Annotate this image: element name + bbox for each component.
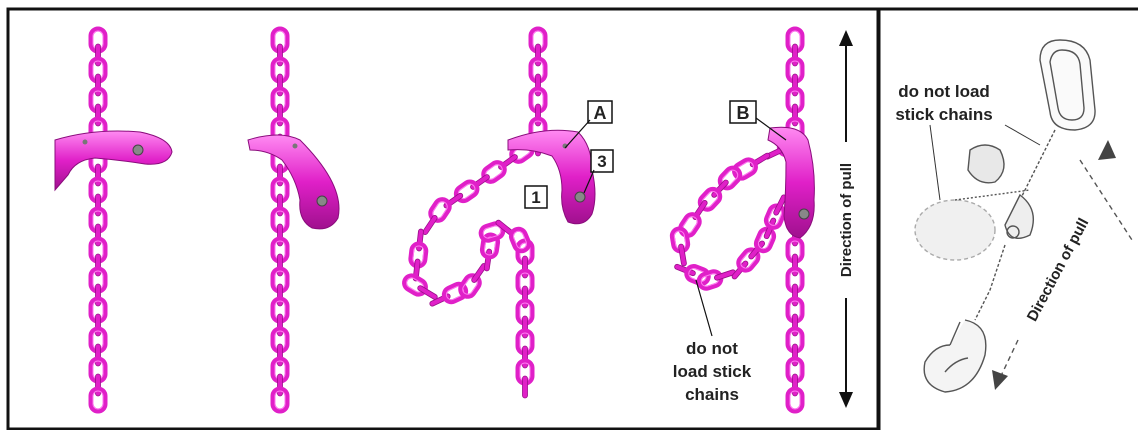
marker-1: 1 — [525, 186, 547, 208]
chain-link — [96, 254, 101, 276]
chain-link — [523, 286, 528, 308]
chain-link — [523, 256, 528, 278]
chain-link — [793, 104, 798, 126]
chain-link — [96, 224, 101, 246]
chain-link — [793, 314, 798, 336]
warning-label-side: do not load stick chains — [895, 82, 992, 124]
chain-link — [96, 374, 101, 396]
chain-link — [278, 74, 283, 96]
svg-text:chains: chains — [685, 385, 739, 404]
chain-link — [523, 316, 528, 338]
chain-link — [278, 164, 283, 186]
chain-link — [96, 164, 101, 186]
chain-link — [96, 104, 101, 126]
chain-link — [96, 74, 101, 96]
chain-link — [96, 344, 101, 366]
chain-link — [536, 104, 541, 126]
chain-link — [793, 254, 798, 276]
chain-link — [793, 74, 798, 96]
svg-text:A: A — [594, 103, 607, 123]
claw-hook-icon — [508, 130, 595, 224]
chain-link — [523, 346, 528, 368]
chain-link — [278, 314, 283, 336]
chain-link — [536, 44, 541, 66]
chain-link — [96, 194, 101, 216]
chain-link — [793, 44, 798, 66]
svg-text:1: 1 — [531, 188, 540, 207]
svg-text:do not load: do not load — [898, 82, 990, 101]
svg-text:B: B — [737, 103, 750, 123]
chain-link — [764, 204, 786, 230]
chain-link — [793, 374, 798, 396]
chain-link — [278, 194, 283, 216]
master-link-icon — [1040, 40, 1095, 130]
chain-link — [678, 212, 702, 238]
safety-hook-icon — [924, 320, 986, 392]
warning-label-main: do not load stick chains — [673, 280, 752, 404]
svg-text:stick chains: stick chains — [895, 105, 992, 124]
marker-a: A — [565, 101, 612, 148]
chain-link — [96, 44, 101, 66]
chain-link — [278, 344, 283, 366]
chain-link — [536, 74, 541, 96]
chain-link — [754, 227, 776, 253]
chain-link — [96, 284, 101, 306]
chain-link — [278, 254, 283, 276]
claw-hook-icon — [248, 135, 339, 229]
chain-link — [793, 344, 798, 366]
direction-of-pull-side-label: Direction of pull — [1024, 215, 1093, 324]
svg-text:3: 3 — [597, 152, 606, 171]
direction-of-pull-label: Direction of pull — [838, 163, 855, 277]
chain-link — [793, 284, 798, 306]
claw-hook-icon — [55, 131, 172, 190]
chain-link — [278, 44, 283, 66]
svg-text:load stick: load stick — [673, 362, 752, 381]
chain-link — [278, 224, 283, 246]
chain-link — [96, 314, 101, 336]
chain-link — [278, 104, 283, 126]
chain-link — [523, 376, 528, 398]
chain-link — [278, 284, 283, 306]
chain-link — [278, 374, 283, 396]
svg-text:do not: do not — [686, 339, 738, 358]
marker-b: B — [730, 101, 786, 140]
